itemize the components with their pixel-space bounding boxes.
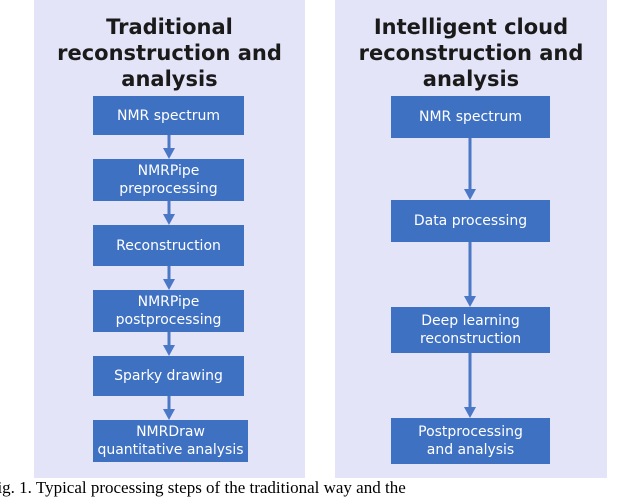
arrow-down-icon [162, 332, 176, 356]
arrow-down-icon [463, 138, 477, 200]
arrow-down-icon [162, 266, 176, 290]
step-nmr-spectrum: NMR spectrum [93, 96, 244, 135]
step-postprocessing-and-analysis: Postprocessing and analysis [391, 418, 550, 464]
arrow-down-icon [463, 353, 477, 418]
step-deep-learning-reconstruction: Deep learning reconstruction [391, 307, 550, 353]
step-reconstruction: Reconstruction [93, 225, 244, 266]
intelligent-cloud-panel-title: Intelligent cloud reconstruction and ana… [358, 15, 584, 91]
intelligent-cloud-panel: Intelligent cloud reconstruction and ana… [335, 0, 607, 478]
step-nmrdraw-quantitative-analysis: NMRDraw quantitative analysis [93, 420, 248, 462]
step-nmr-spectrum: NMR spectrum [391, 96, 550, 138]
arrow-down-icon [162, 201, 176, 225]
arrow-down-icon [463, 242, 477, 307]
step-nmrpipe-postprocessing: NMRPipe postprocessing [93, 290, 244, 332]
figure-caption: Fig. 1. Typical processing steps of the … [0, 479, 406, 497]
arrow-down-icon [162, 135, 176, 159]
arrow-down-icon [162, 396, 176, 420]
traditional-panel: Traditional reconstruction and analysis … [34, 0, 305, 478]
step-data-processing: Data processing [391, 200, 550, 242]
step-nmrpipe-preprocessing: NMRPipe preprocessing [93, 159, 244, 201]
step-sparky-drawing: Sparky drawing [93, 356, 244, 396]
traditional-panel-title: Traditional reconstruction and analysis [57, 15, 282, 91]
